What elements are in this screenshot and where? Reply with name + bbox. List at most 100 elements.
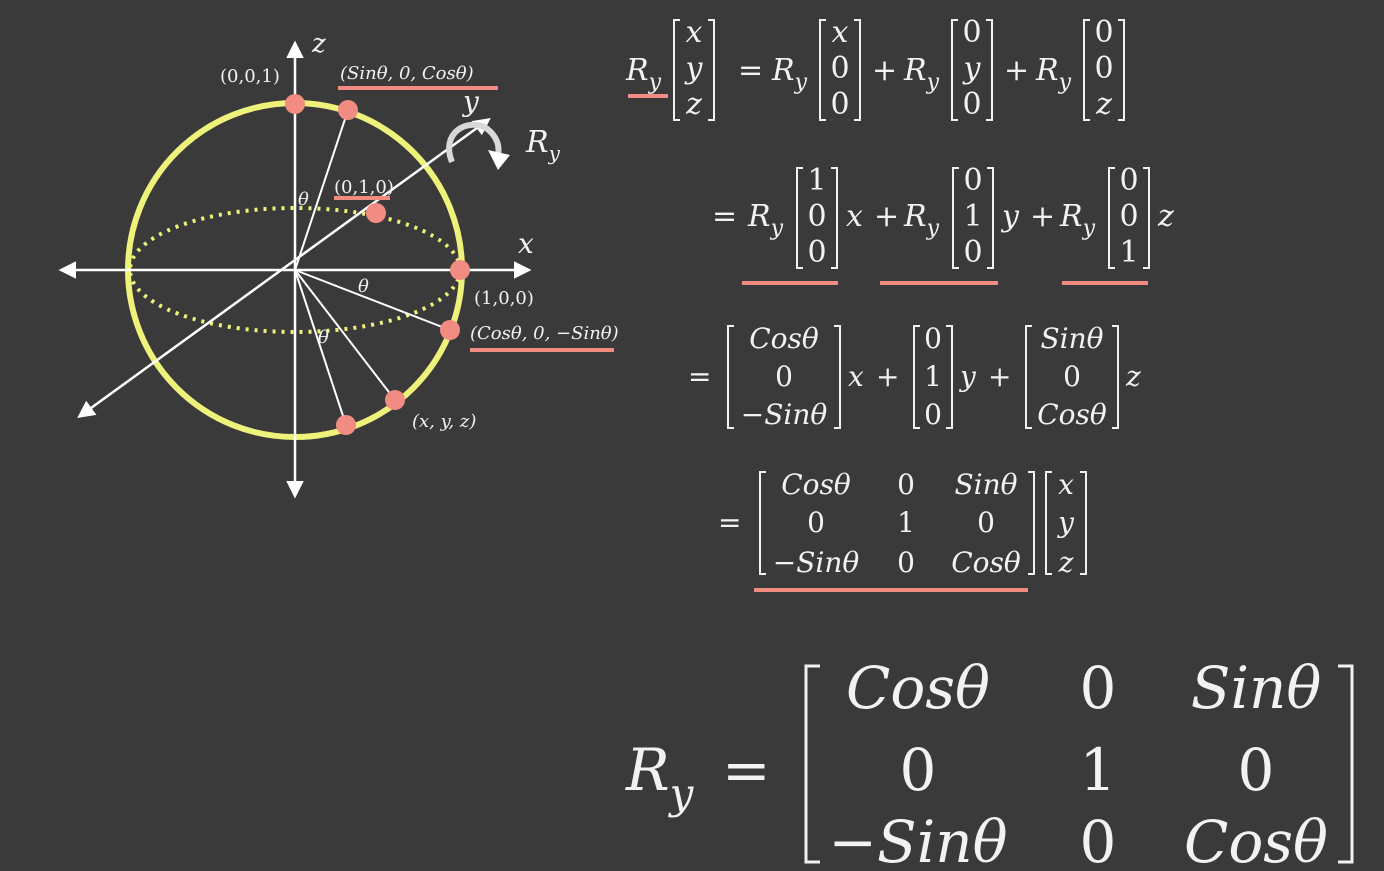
svg-text:x: x [832,15,849,50]
label-axis-y: y [461,85,480,118]
rotation-matrix-result: Ry = Cosθ 0 Sinθ 0 1 0 −Sinθ 0 Cosθ [625,654,1354,871]
svg-text:+: + [876,360,899,393]
point-100 [450,260,470,280]
svg-text:+: + [872,53,897,88]
point-cos0msin [440,320,460,340]
svg-text:0: 0 [1063,360,1081,393]
svg-text:0: 0 [962,15,981,50]
svg-text:Cosθ: Cosθ [951,546,1021,579]
svg-text:1: 1 [1080,736,1117,804]
svg-text:0: 0 [830,51,849,86]
svg-text:0: 0 [775,360,793,393]
ray-xyz-a [294,269,396,401]
svg-text:1: 1 [1119,235,1138,270]
label-theta-right: θ [358,276,369,297]
svg-text:Sinθ: Sinθ [1040,322,1103,355]
svg-text:Ry: Ry [903,53,940,95]
point-010 [366,203,386,223]
svg-text:z: z [1095,87,1112,122]
svg-text:0: 0 [830,87,849,122]
equation-line-4: = Cosθ 0 Sinθ 0 1 0 −Sinθ 0 Cosθ x y z [718,468,1087,592]
equations: Ry x y z = Ry x 0 0 + Ry 0 y 0 + Ry 0 0 … [625,15,1354,871]
svg-text:x: x [848,360,864,393]
label-pt-xyz: (x, y, z) [412,411,476,432]
svg-text:0: 0 [924,322,942,355]
ray-xyz-b [294,269,347,426]
svg-text:0: 0 [1119,199,1138,234]
label-axis-z: z [311,29,326,59]
svg-text:0: 0 [924,398,942,431]
svg-text:y: y [684,51,704,86]
svg-text:y: y [958,360,977,393]
svg-text:Cosθ: Cosθ [749,322,819,355]
svg-text:0: 0 [807,235,826,270]
svg-text:0: 0 [1080,808,1117,871]
svg-text:0: 0 [1119,163,1138,198]
label-pt-100: (1,0,0) [474,288,534,309]
svg-text:Ry: Ry [1059,199,1096,241]
svg-text:0: 0 [900,736,937,804]
svg-text:−Sinθ: −Sinθ [773,546,860,579]
svg-text:=: = [722,736,771,804]
label-theta-top: θ [298,189,309,210]
equation-line-1: Ry x y z = Ry x 0 0 + Ry 0 y 0 + Ry 0 0 … [625,15,1125,122]
svg-text:1: 1 [807,163,826,198]
svg-text:=: = [688,360,711,393]
svg-text:+: + [874,199,899,234]
svg-text:0: 0 [897,546,915,579]
svg-text:Ry: Ry [625,53,662,95]
svg-text:Cosθ: Cosθ [846,654,990,722]
svg-text:−Sinθ: −Sinθ [741,398,828,431]
svg-text:x: x [686,15,703,50]
svg-text:0: 0 [1080,654,1117,722]
svg-text:0: 0 [963,163,982,198]
label-pt-cos0msin: (Cosθ, 0, −Sinθ) [470,323,619,344]
svg-text:1: 1 [897,506,915,539]
label-rotation: Ry [525,125,561,165]
svg-text:−Sinθ: −Sinθ [828,808,1007,871]
svg-text:Ry: Ry [747,199,784,241]
svg-text:z: z [1157,199,1174,234]
svg-text:+: + [1030,199,1055,234]
svg-text:+: + [1004,53,1029,88]
svg-text:=: = [718,506,741,539]
svg-text:z: z [1125,360,1141,393]
svg-text:+: + [988,360,1011,393]
point-001 [285,94,305,114]
svg-text:y: y [1056,506,1075,539]
svg-text:0: 0 [1238,736,1275,804]
svg-text:0: 0 [962,87,981,122]
svg-text:0: 0 [897,468,915,501]
svg-text:0: 0 [807,506,825,539]
label-theta-bottom: θ [318,327,329,348]
svg-text:y: y [962,51,982,86]
svg-text:1: 1 [963,199,982,234]
sphere-diagram: z x y Ry (0,0,1) (Sinθ, 0, Cosθ) (0,1,0)… [58,29,619,499]
svg-text:=: = [712,199,737,234]
svg-text:Cosθ: Cosθ [1184,808,1328,871]
equation-line-3: = Cosθ 0 −Sinθ x + 0 1 0 y + Sinθ 0 Cosθ… [688,322,1141,431]
svg-text:Ry: Ry [625,736,695,818]
svg-text:Ry: Ry [1035,53,1072,95]
svg-text:z: z [1058,546,1074,579]
svg-text:0: 0 [1094,51,1113,86]
point-xyz-a [385,390,405,410]
svg-text:0: 0 [807,199,826,234]
svg-text:=: = [738,53,763,88]
svg-text:x: x [1058,468,1074,501]
svg-text:Cosθ: Cosθ [781,468,851,501]
svg-text:Ry: Ry [903,199,940,241]
label-pt-010: (0,1,0) [334,177,394,198]
point-sin0cos [338,100,358,120]
svg-text:Cosθ: Cosθ [1037,398,1107,431]
ray-sin0cos [294,109,349,271]
label-pt-001: (0,0,1) [220,66,280,87]
equation-line-2: = Ry 1 0 0 x + Ry 0 1 0 y + Ry 0 0 1 z [712,163,1174,285]
svg-text:1: 1 [924,360,942,393]
svg-text:z: z [685,87,702,122]
svg-text:0: 0 [1094,15,1113,50]
svg-text:0: 0 [977,506,995,539]
svg-text:Sinθ: Sinθ [1191,654,1322,722]
svg-text:x: x [846,199,863,234]
rotation-arrow-icon [446,121,502,164]
